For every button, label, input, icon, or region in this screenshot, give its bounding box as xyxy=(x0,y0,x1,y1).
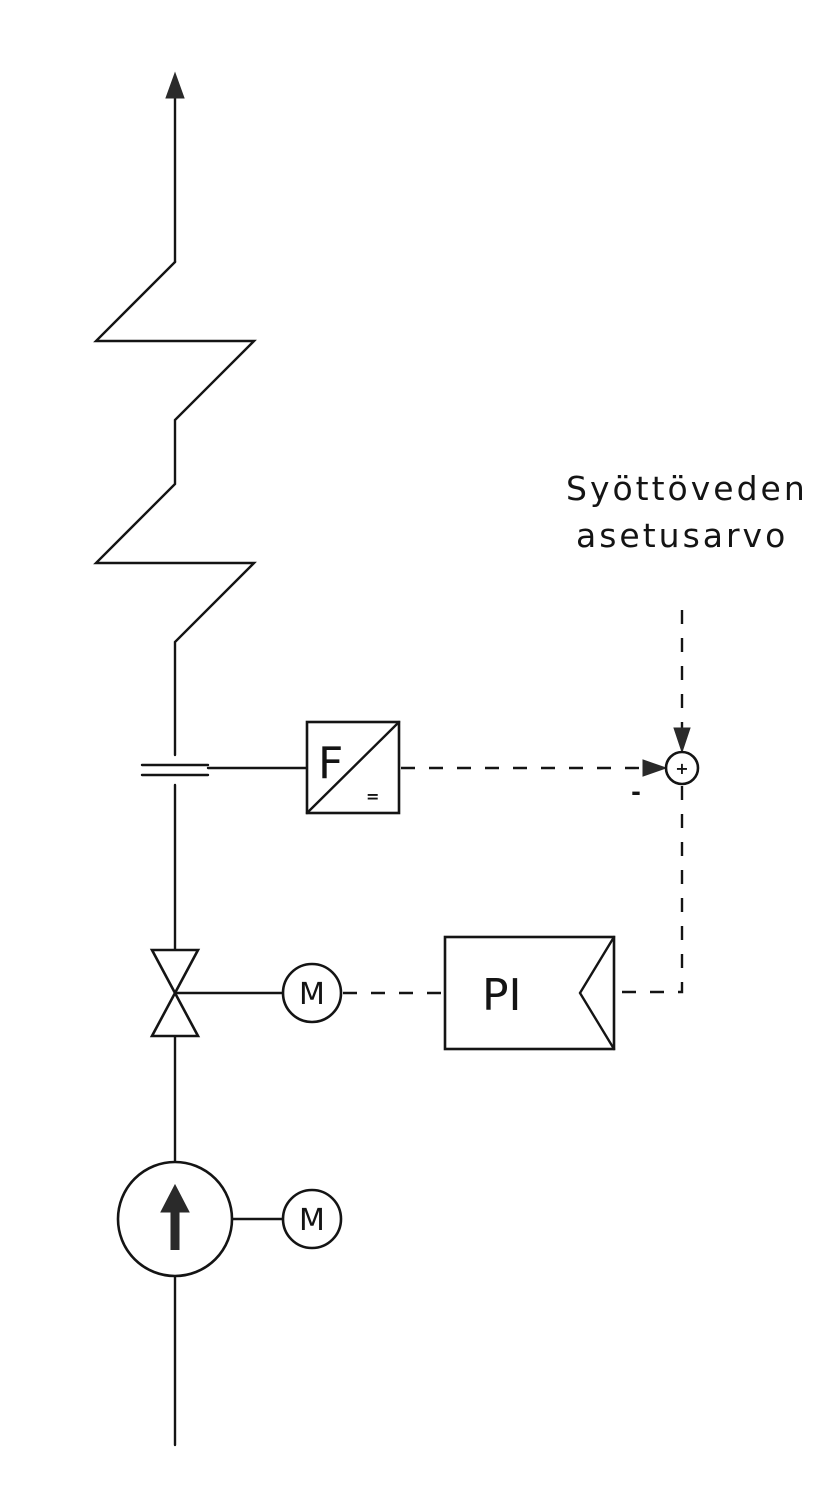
flow-signal-arrow-icon xyxy=(642,759,668,777)
pump-arrow-icon xyxy=(160,1183,190,1213)
transmitter-output-label: = xyxy=(366,787,379,806)
feed-pump xyxy=(116,1160,234,1278)
heat-exchanger-zigzag xyxy=(93,260,257,757)
setpoint-signal-arrow-icon xyxy=(673,727,691,754)
pi-controller: PI xyxy=(443,935,616,1051)
pump-motor-label: M xyxy=(299,1203,325,1238)
controller-label: PI xyxy=(482,970,522,1021)
summing-plus-sign: + xyxy=(675,759,688,778)
setpoint-label-line1: Syöttöveden xyxy=(566,469,808,508)
orifice-flow-element xyxy=(140,763,210,777)
summing-minus-sign: - xyxy=(631,778,641,806)
summing-junction: + xyxy=(664,750,700,786)
pump-motor: M xyxy=(281,1188,343,1250)
flow-direction-arrow xyxy=(165,71,185,264)
setpoint-label-line2: asetusarvo xyxy=(576,516,788,555)
valve-motor: M xyxy=(281,962,343,1024)
control-valve xyxy=(149,948,201,1038)
error-signal-line xyxy=(618,786,684,994)
flow-transmitter: F = xyxy=(305,720,401,815)
valve-motor-label: M xyxy=(299,977,325,1012)
transmitter-measured-label: F xyxy=(318,738,343,789)
